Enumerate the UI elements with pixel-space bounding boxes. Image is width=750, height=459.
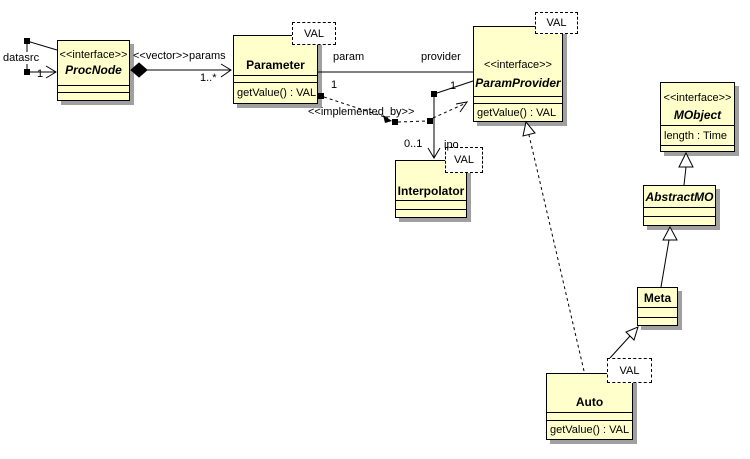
label-implemented-by-source-multiplicity: 1 — [331, 79, 338, 91]
operations-compartment — [644, 216, 715, 225]
operations-compartment — [58, 92, 129, 100]
generalization-arrowhead-icon — [678, 151, 694, 168]
attributes-compartment — [547, 412, 632, 420]
class-paramprovider[interactable]: <<interface>> ParamProvider getValue() :… — [473, 26, 563, 122]
edge-bend-handle[interactable] — [24, 69, 30, 75]
template-param-box-interpolator[interactable]: VAL — [445, 147, 483, 173]
class-meta[interactable]: Meta — [637, 287, 678, 326]
edge-junction-handle[interactable] — [431, 91, 437, 97]
class-name: AbstractMO — [645, 189, 714, 204]
class-name: Meta — [643, 290, 672, 305]
class-parameter[interactable]: Parameter getValue() : VAL — [233, 35, 318, 104]
edge-bend-handle[interactable] — [24, 38, 30, 44]
edge-meta-abstractmo-generalization[interactable] — [660, 225, 678, 288]
label-ipo-role: ipo — [444, 139, 459, 151]
operations-compartment — [396, 209, 466, 217]
attributes-compartment — [396, 200, 466, 209]
operation-label: getValue() : VAL — [477, 106, 557, 119]
class-mobject[interactable]: <<interface>> MObject length : Time — [660, 82, 735, 152]
operations-compartment — [661, 145, 734, 151]
label-ipo-multiplicity: 0..1 — [404, 138, 423, 150]
operations-compartment: getValue() : VAL — [547, 420, 632, 439]
operations-compartment: getValue() : VAL — [234, 82, 317, 103]
open-arrowhead-icon — [455, 101, 469, 113]
edge-auto-paramprovider-realization[interactable] — [522, 120, 585, 372]
class-procnode[interactable]: <<interface>> ProcNode — [57, 40, 130, 101]
operation-label: getValue() : VAL — [550, 424, 630, 436]
class-name: Parameter — [246, 58, 305, 72]
operation-label: getValue() : VAL — [237, 87, 317, 99]
attributes-compartment — [58, 85, 129, 92]
edge-bend-handle[interactable] — [392, 119, 398, 125]
open-arrowhead-icon — [220, 63, 232, 78]
attribute-label: length : Time — [664, 129, 727, 142]
small-arrowhead-icon — [383, 115, 392, 123]
open-arrowhead-icon — [45, 65, 57, 79]
label-params-multiplicity: 1..* — [200, 72, 217, 84]
template-param-box-auto[interactable]: VAL — [607, 358, 652, 383]
class-name: ParamProvider — [475, 76, 561, 90]
attributes-compartment — [644, 207, 715, 216]
class-stereotype: <<interface>> — [484, 59, 552, 71]
label-params-role: params — [189, 50, 226, 62]
edge-implemented-by-dependency[interactable] — [318, 93, 469, 125]
composition-diamond-icon — [130, 62, 148, 78]
label-provider-role: provider — [421, 51, 461, 63]
generalization-arrowhead-icon — [625, 326, 639, 341]
label-param-role: param — [333, 51, 365, 63]
edge-abstractmo-mobject-generalization[interactable] — [678, 151, 694, 186]
edge-auto-meta-generalization[interactable] — [609, 326, 639, 359]
attributes-compartment — [474, 96, 562, 103]
class-auto[interactable]: Auto getValue() : VAL — [546, 373, 633, 440]
class-abstractmo[interactable]: AbstractMO — [643, 185, 716, 226]
class-name: ProcNode — [65, 63, 122, 77]
class-name: Auto — [575, 395, 604, 409]
operations-compartment — [638, 317, 677, 325]
attributes-compartment: length : Time — [661, 125, 734, 145]
attributes-compartment — [638, 307, 677, 317]
label-provider-end-multiplicity: 1 — [450, 80, 457, 92]
edge-bend-handle[interactable] — [427, 118, 433, 124]
edge-end-handle[interactable] — [318, 93, 324, 99]
attributes-compartment — [234, 75, 317, 82]
label-datasrc-multiplicity: 1 — [37, 68, 44, 80]
operations-compartment: getValue() : VAL — [474, 103, 562, 121]
class-stereotype: <<interface>> — [59, 49, 128, 61]
class-name: MObject — [673, 108, 722, 122]
open-arrowhead-icon — [427, 147, 441, 159]
generalization-arrowhead-icon — [662, 225, 678, 241]
label-implemented-by-stereotype: <<implemented_by>> — [308, 106, 415, 118]
label-vector-stereotype: <<vector>> — [133, 50, 189, 62]
edge-provider-interpolator-association[interactable] — [427, 80, 474, 159]
label-datasrc: datasrc — [3, 52, 40, 64]
class-name: Interpolator — [397, 184, 465, 198]
generalization-arrowhead-icon — [522, 120, 536, 137]
template-param-box-parameter[interactable]: VAL — [292, 22, 336, 45]
class-stereotype: <<interface>> — [663, 92, 732, 104]
template-param-box-paramprovider[interactable]: VAL — [535, 12, 578, 34]
edge-procnode-parameter-composition[interactable] — [130, 62, 232, 78]
